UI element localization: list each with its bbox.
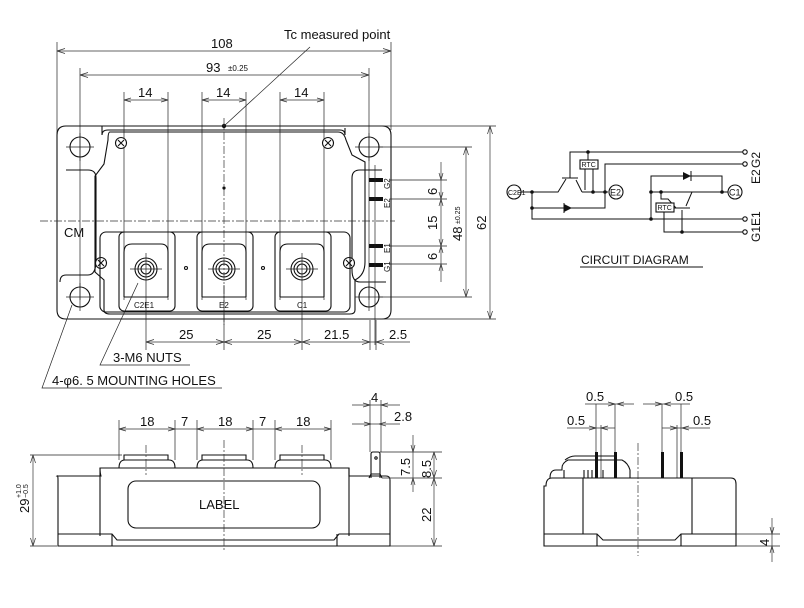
dim-pin-2-8: 2.8 (394, 409, 412, 424)
terminal-e2: E2 (196, 231, 254, 312)
rtc-box-upper (579, 159, 599, 170)
dim-pin-8-5: 8.5 (419, 460, 434, 478)
pin-label-g2: G2 (383, 178, 392, 189)
dim-pin-7-5: 7.5 (398, 458, 413, 476)
circuit-terminal-e1: E1 (749, 211, 763, 226)
rtc-box-lower (655, 202, 675, 213)
dim-18-a: 18 (140, 414, 154, 429)
dim-29: 29 (17, 499, 32, 513)
pin-label-e2: E2 (383, 198, 392, 208)
rtc-label-lower: RTC (658, 205, 672, 212)
label-text: LABEL (199, 497, 239, 512)
dim-93-tolerance: ±0.25 (228, 64, 249, 73)
cm-brand-mark: CM (64, 225, 84, 240)
dim-pin-15: 15 (425, 216, 440, 230)
circuit-node-c1: C1 (729, 188, 741, 198)
pin-label-e1: E1 (383, 243, 392, 253)
circuit-diagram-title: CIRCUIT DIAGRAM (581, 253, 689, 267)
signal-pins: G2 E2 E1 G1 (369, 165, 392, 345)
circuit-terminal-g2: G2 (749, 152, 763, 168)
dim-14-a: 14 (138, 85, 152, 100)
housing-screws (94, 136, 356, 270)
dim-29-tol-plus: +1.0 (16, 484, 23, 498)
side-body-outline (55, 467, 391, 547)
dim-14-b: 14 (216, 85, 230, 100)
pin-label-g1: G1 (383, 261, 392, 272)
terminal-label-c1: C1 (297, 301, 308, 310)
terminal-c2e1: C2E1 (118, 231, 176, 312)
circuit-terminal-g1: G1 (749, 226, 763, 242)
dim-108: 108 (211, 36, 233, 51)
dim-25-b: 25 (257, 327, 271, 342)
rtc-label-upper: RTC (582, 162, 596, 169)
mounting-holes (66, 133, 383, 311)
dim-93: 93 (206, 60, 220, 75)
dim-18-b: 18 (218, 414, 232, 429)
dim-end-0-5-d: 0.5 (693, 413, 711, 428)
dim-48: 48 (450, 227, 465, 241)
dim-21-5: 21.5 (324, 327, 349, 342)
dim-18-c: 18 (296, 414, 310, 429)
terminal-width-dims: 14 14 14 (123, 85, 325, 300)
dim-62: 62 (474, 216, 489, 230)
dim-pin-4: 4 (371, 390, 378, 405)
terminal-c1: C1 (274, 231, 332, 312)
note-mounting-holes: 4-φ6. 5 MOUNTING HOLES (52, 373, 216, 388)
circuit-node-e2: E2 (610, 188, 621, 198)
terminal-label-c2e1: C2E1 (134, 301, 155, 310)
dim-22: 22 (419, 508, 434, 522)
housing-outline (94, 131, 366, 315)
dim-end-0-5-b: 0.5 (675, 389, 693, 404)
dim-7-a: 7 (181, 414, 188, 429)
note-m6-nuts: 3-M6 NUTS (113, 350, 182, 365)
end-view: 0.5 0.5 0.5 0.5 4 (543, 389, 780, 562)
tc-measured-point-note: Tc measured point (284, 27, 391, 42)
end-body-outline (543, 477, 737, 547)
dim-end-0-5-a: 0.5 (586, 389, 604, 404)
side-view: 18 7 18 7 18 LABEL 29 +1.0 −0.5 4 (16, 390, 442, 552)
dim-pin-6-top: 6 (425, 188, 440, 195)
dim-7-b: 7 (259, 414, 266, 429)
circuit-diagram: C2E1 E2 C1 RTC RTC (506, 149, 763, 268)
circuit-terminal-e2: E2 (749, 169, 763, 184)
diode-icon (683, 172, 691, 180)
dim-end-0-5-c: 0.5 (567, 413, 585, 428)
dim-end-4: 4 (757, 539, 772, 546)
dim-2-5: 2.5 (389, 327, 407, 342)
dim-29-tol-minus: −0.5 (23, 484, 30, 498)
circuit-node-c2e1: C2E1 (508, 190, 526, 197)
top-view: 108 93 ±0.25 14 14 14 Tc measured point (40, 27, 496, 389)
dim-14-c: 14 (294, 85, 308, 100)
dim-48-tolerance: ±0.25 (455, 206, 462, 224)
dim-pin-6-bottom: 6 (425, 253, 440, 260)
end-housing-top (549, 459, 631, 479)
diode-icon (564, 204, 572, 212)
dim-25-a: 25 (179, 327, 193, 342)
